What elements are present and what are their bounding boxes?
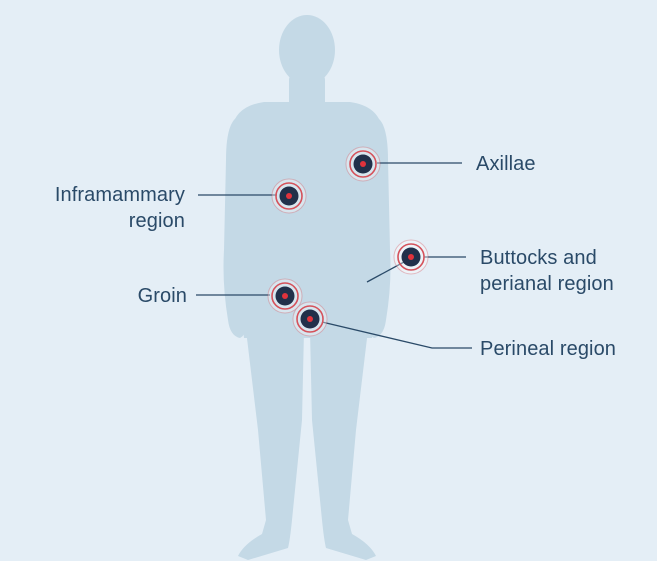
axillae-marker (346, 147, 380, 181)
buttocks-label-line2: perianal region (480, 271, 614, 297)
groin-label: Groin (138, 283, 187, 309)
inframammary-marker (272, 179, 306, 213)
axillae-label: Axillae (476, 151, 536, 177)
buttocks-label-line1: Buttocks and (480, 245, 614, 271)
left-leg (238, 330, 304, 560)
axillae-label-text: Axillae (476, 151, 536, 177)
human-silhouette (224, 15, 391, 560)
groin-label-text: Groin (138, 283, 187, 309)
buttocks-label: Buttocks and perianal region (480, 245, 614, 297)
inframammary-label-line1: Inframammary (55, 182, 185, 208)
perineal-label-text: Perineal region (480, 336, 616, 362)
right-leg (310, 330, 376, 560)
inframammary-label: Inframammary region (55, 182, 185, 234)
perineal-marker (293, 302, 327, 336)
inframammary-label-line2: region (55, 208, 185, 234)
buttocks-marker (394, 240, 428, 274)
torso (230, 102, 384, 330)
perineal-label: Perineal region (480, 336, 616, 362)
